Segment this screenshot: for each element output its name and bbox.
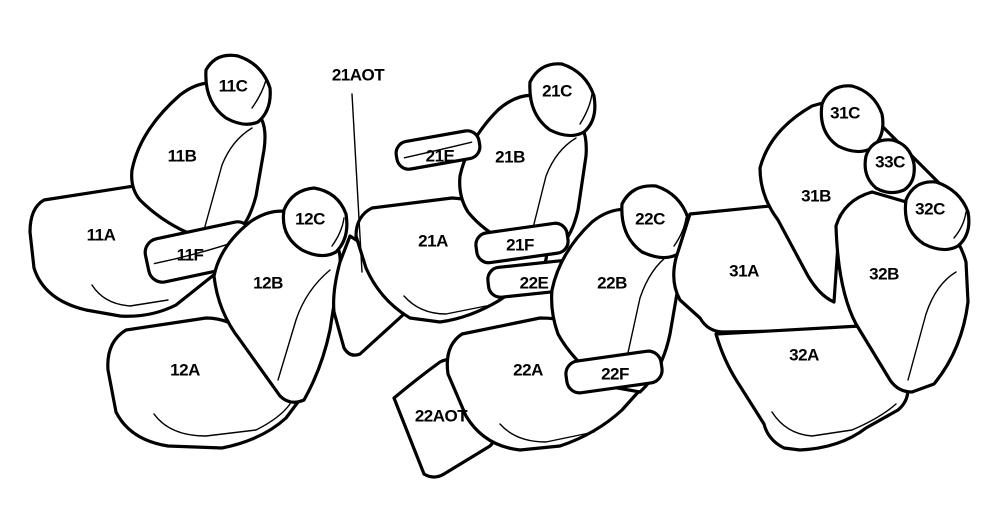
label-12c: 12C — [295, 209, 325, 228]
label-33c: 33C — [875, 152, 905, 171]
seat-3x-bench — [672, 84, 971, 452]
label-22f: 22F — [601, 364, 629, 383]
label-12a: 12A — [170, 360, 200, 379]
label-21a: 21A — [418, 231, 448, 250]
seat-32-headrest[interactable] — [903, 180, 971, 252]
seat-22-armrest[interactable] — [564, 349, 664, 395]
seat-21-headrest[interactable] — [528, 62, 597, 138]
label-32a: 32A — [789, 345, 819, 364]
label-22b: 22B — [597, 273, 627, 292]
seat-11-headrest[interactable] — [204, 53, 272, 126]
seat-22 — [392, 184, 691, 479]
label-32b: 32B — [869, 264, 899, 283]
label-11a: 11A — [87, 225, 116, 244]
seat-31-headrest[interactable] — [819, 84, 885, 154]
label-22aot: 22AOT — [415, 406, 468, 425]
label-21c: 21C — [542, 81, 572, 100]
part-labels: 11C 11B 11A 11F 12C 12B 12A 21AOT 21C 21… — [87, 65, 946, 425]
seat-12-backrest[interactable] — [212, 209, 342, 404]
seat-21-armrest[interactable] — [474, 221, 570, 265]
label-21b: 21B — [495, 147, 525, 166]
seat-12 — [106, 186, 349, 450]
label-11c: 11C — [219, 76, 248, 95]
label-21e: 21E — [426, 146, 455, 165]
label-21aot: 21AOT — [332, 65, 385, 84]
seat-33-headrest[interactable] — [863, 138, 916, 195]
seat-21 — [332, 62, 597, 357]
seat-12-headrest[interactable] — [281, 186, 349, 258]
leader-21aot — [351, 93, 363, 273]
label-22c: 22C — [635, 209, 665, 228]
label-12b: 12B — [253, 273, 283, 292]
label-11f: 11F — [177, 245, 204, 264]
label-21f: 21F — [506, 235, 534, 254]
label-31b: 31B — [801, 186, 831, 205]
label-22a: 22A — [513, 360, 543, 379]
label-22e: 22E — [520, 273, 549, 292]
label-31a: 31A — [729, 261, 759, 280]
label-32c: 32C — [915, 199, 945, 218]
label-31c: 31C — [830, 103, 860, 122]
label-11b: 11B — [168, 146, 197, 165]
